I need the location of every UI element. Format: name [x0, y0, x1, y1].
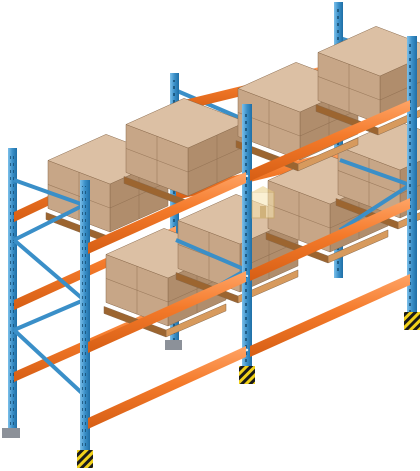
front-upright-mid	[239, 104, 255, 384]
beam-front-top-bay1	[88, 172, 246, 254]
front-upright-right	[404, 36, 420, 330]
beam-front-low-bay1	[88, 346, 246, 429]
beam-front-mid-bay2	[250, 198, 410, 281]
front-beams	[88, 100, 410, 429]
beam-front-low-bay2	[250, 274, 410, 357]
left-frame-bracing	[12, 178, 86, 397]
right-frame-bracing	[338, 158, 412, 232]
warehouse-logo-icon	[251, 186, 275, 219]
box-stack-top	[317, 26, 420, 77]
back-upright-left	[2, 148, 20, 438]
front-upright-left	[77, 180, 93, 468]
upper-level-loads	[45, 26, 420, 244]
beam-front-top-bay2	[250, 100, 410, 181]
beam-front-mid-bay1	[88, 271, 246, 353]
